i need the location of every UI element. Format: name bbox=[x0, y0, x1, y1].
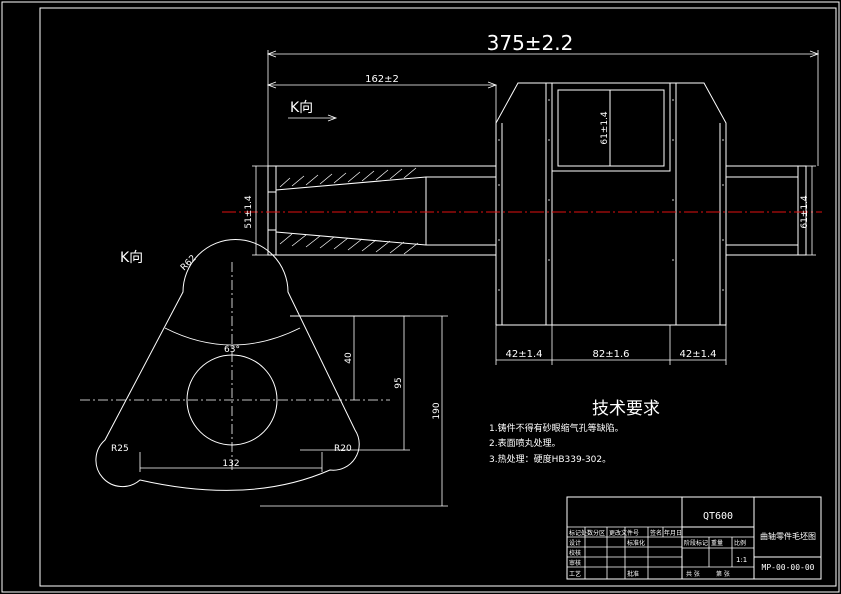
tb-stage: 阶段标记 bbox=[684, 539, 708, 547]
tb-weight: 重量 bbox=[711, 539, 723, 547]
tb-scale: 比例 bbox=[734, 539, 746, 547]
tb-sheets: 共 张 bbox=[686, 570, 700, 578]
tech-item-3: 3.热处理：硬度HB339-302。 bbox=[489, 453, 611, 465]
tb-date: 年月日 bbox=[664, 529, 682, 537]
tech-item-1: 1.铸件不得有砂眼缩气孔等缺陷。 bbox=[489, 422, 624, 434]
tb-standard: 标准化 bbox=[627, 539, 645, 547]
right-dia-label: 61±1.4 bbox=[800, 195, 810, 229]
tb-approve: 批准 bbox=[627, 570, 639, 578]
k-arrow-label: K向 bbox=[290, 100, 313, 116]
seg1-label: 42±1.4 bbox=[505, 349, 542, 360]
tb-drawing-name: 曲轴零件毛坯图 bbox=[760, 531, 816, 541]
angle-label: 63° bbox=[224, 345, 240, 355]
tb-check: 校核 bbox=[569, 549, 581, 557]
tb-change-doc: 更改文件号 bbox=[609, 529, 639, 537]
k-view-title: K向 bbox=[120, 250, 143, 266]
crankshaft-section bbox=[222, 82, 822, 326]
tech-title: 技术要求 bbox=[592, 399, 660, 419]
seg3-label: 42±1.4 bbox=[679, 349, 716, 360]
section-hatch-left bbox=[279, 167, 419, 255]
pin-dia-label: 61±1.4 bbox=[600, 111, 610, 145]
left-length-label: 162±2 bbox=[365, 74, 399, 85]
tech-item-2: 2.表面喷丸处理。 bbox=[489, 437, 561, 449]
tb-sign: 签名 bbox=[650, 529, 662, 537]
left-radius-label: R25 bbox=[111, 444, 129, 454]
tb-mark: 标记处数分区 bbox=[569, 529, 605, 537]
tb-drawing-no: MP-00-00-00 bbox=[762, 563, 815, 572]
tb-material: QT600 bbox=[703, 511, 733, 522]
dim-95-label: 95 bbox=[394, 377, 404, 388]
tech-requirements: 技术要求 1.铸件不得有砂眼缩气孔等缺陷。 2.表面喷丸处理。 3.热处理：硬度… bbox=[489, 399, 660, 465]
overall-length-label: 375±2.2 bbox=[487, 31, 574, 55]
top-dimensions: 375±2.2 162±2 K向 51±1.4 61±1.4 61±1.4 42… bbox=[244, 31, 820, 365]
left-dia-label: 51±1.4 bbox=[244, 195, 254, 229]
dim-40-label: 40 bbox=[344, 352, 354, 364]
tb-review: 审核 bbox=[569, 559, 581, 567]
k-view: K向 63° R62 40 95 190 132 R25 R20 bbox=[80, 239, 448, 507]
dim-132-label: 132 bbox=[222, 459, 239, 469]
tb-scale-value: 1:1 bbox=[736, 556, 747, 564]
right-radius-label: R20 bbox=[334, 444, 352, 454]
top-radius-label: R62 bbox=[179, 254, 199, 274]
title-block: 标记处数分区 更改文件号 签名 年月日 设计 标准化 校核 审核 工艺 批准 Q… bbox=[566, 496, 822, 580]
tb-design: 设计 bbox=[569, 539, 581, 547]
dim-190-label: 190 bbox=[432, 402, 442, 419]
inner-frame bbox=[39, 7, 837, 587]
seg2-label: 82±1.6 bbox=[592, 349, 629, 360]
tb-sheet: 第 张 bbox=[716, 570, 730, 578]
tb-craft: 工艺 bbox=[569, 570, 581, 578]
